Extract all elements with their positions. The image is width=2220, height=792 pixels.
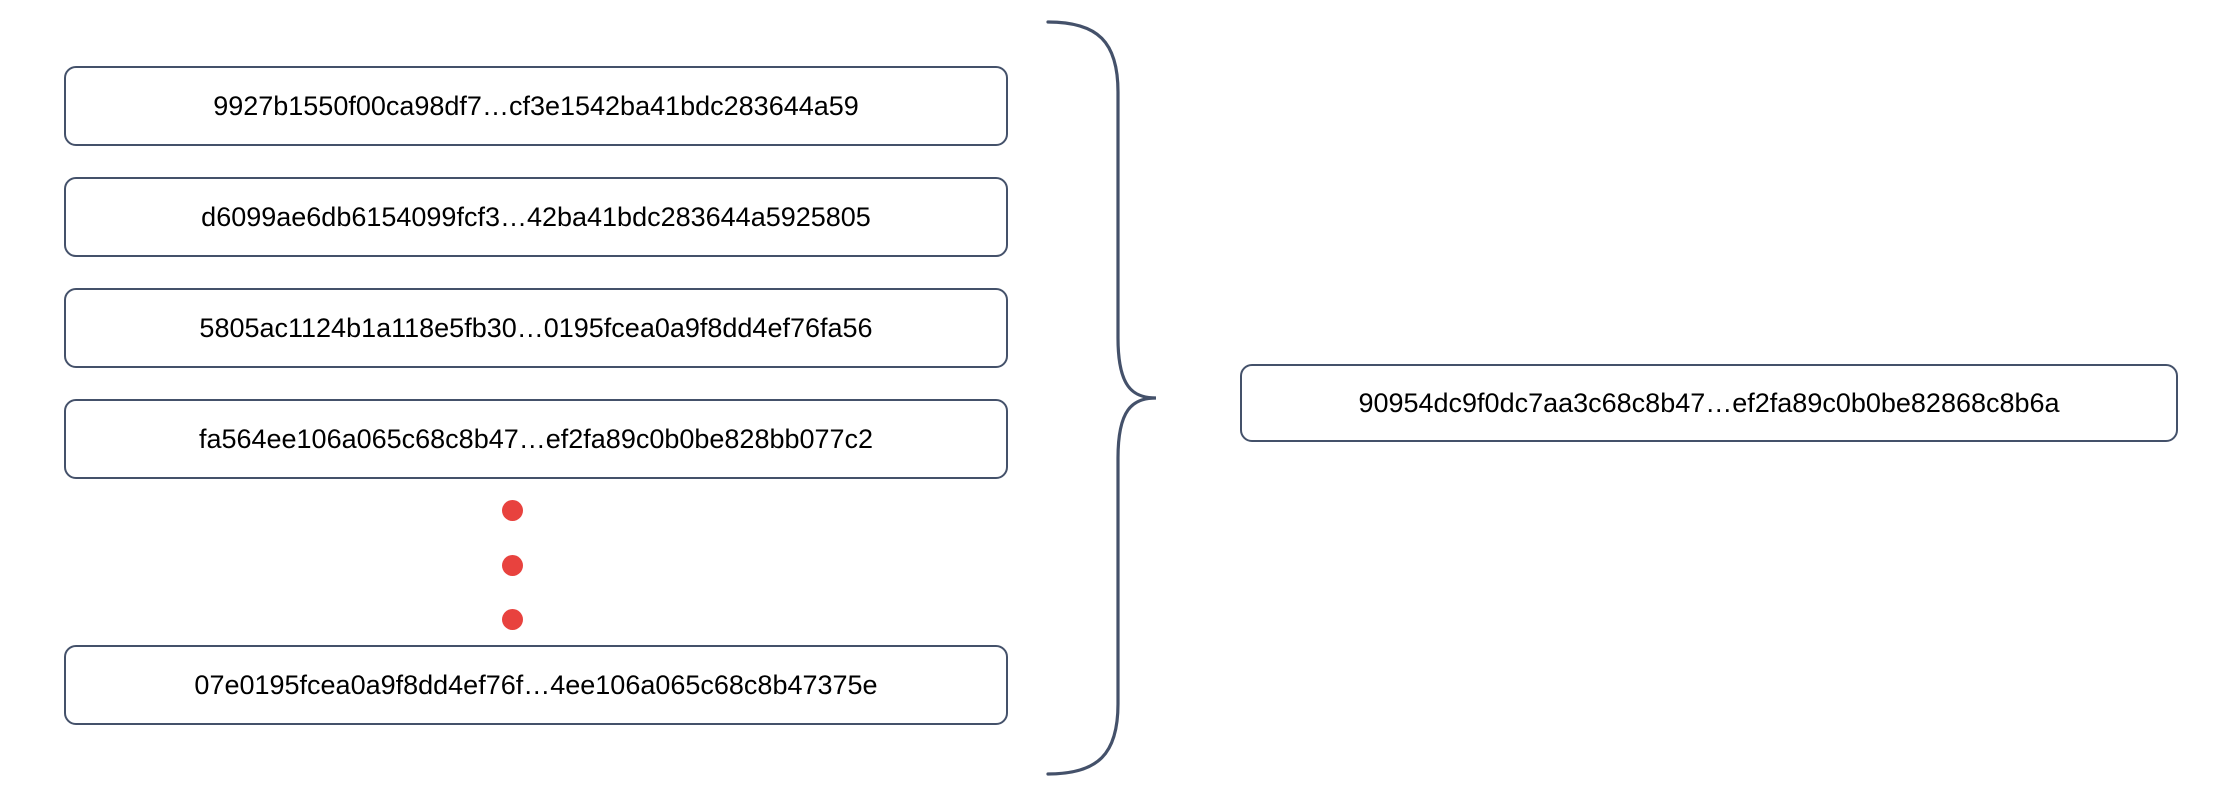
ellipsis-dot-3: [501, 609, 523, 630]
hash-box-4-label: 07e0195fcea0a9f8dd4ef76f…4ee106a065c68c8…: [194, 669, 878, 700]
hash-box-0[interactable]: 9927b1550f00ca98df7…cf3e1542ba41bdc28364…: [64, 66, 1008, 146]
hash-box-3-label: fa564ee106a065c68c8b47…ef2fa89c0b0be828b…: [198, 423, 874, 454]
result-hash-label: 90954dc9f0dc7aa3c68c8b47…ef2fa89c0b0be82…: [1358, 387, 2060, 418]
hash-box-0-label: 9927b1550f00ca98df7…cf3e1542ba41bdc28364…: [213, 90, 859, 121]
result-hash-box[interactable]: 90954dc9f0dc7aa3c68c8b47…ef2fa89c0b0be82…: [1240, 364, 2178, 442]
ellipsis-dot-1: [501, 500, 523, 521]
curly-brace-svg: [1046, 20, 1157, 776]
hash-box-1[interactable]: d6099ae6db6154099fcf3…42ba41bdc283644a59…: [64, 177, 1008, 257]
hash-box-2-label: 5805ac1124b1a118e5fb30…0195fcea0a9f8dd4e…: [199, 312, 873, 343]
vertical-ellipsis-icon: [495, 500, 529, 630]
hash-box-3[interactable]: fa564ee106a065c68c8b47…ef2fa89c0b0be828b…: [64, 399, 1008, 479]
hash-box-4[interactable]: 07e0195fcea0a9f8dd4ef76f…4ee106a065c68c8…: [64, 645, 1008, 725]
ellipsis-dot-2: [501, 554, 523, 576]
curly-brace-icon: [1042, 18, 1162, 778]
hash-box-1-label: d6099ae6db6154099fcf3…42ba41bdc283644a59…: [201, 201, 871, 232]
hash-box-2[interactable]: 5805ac1124b1a118e5fb30…0195fcea0a9f8dd4e…: [64, 288, 1008, 368]
